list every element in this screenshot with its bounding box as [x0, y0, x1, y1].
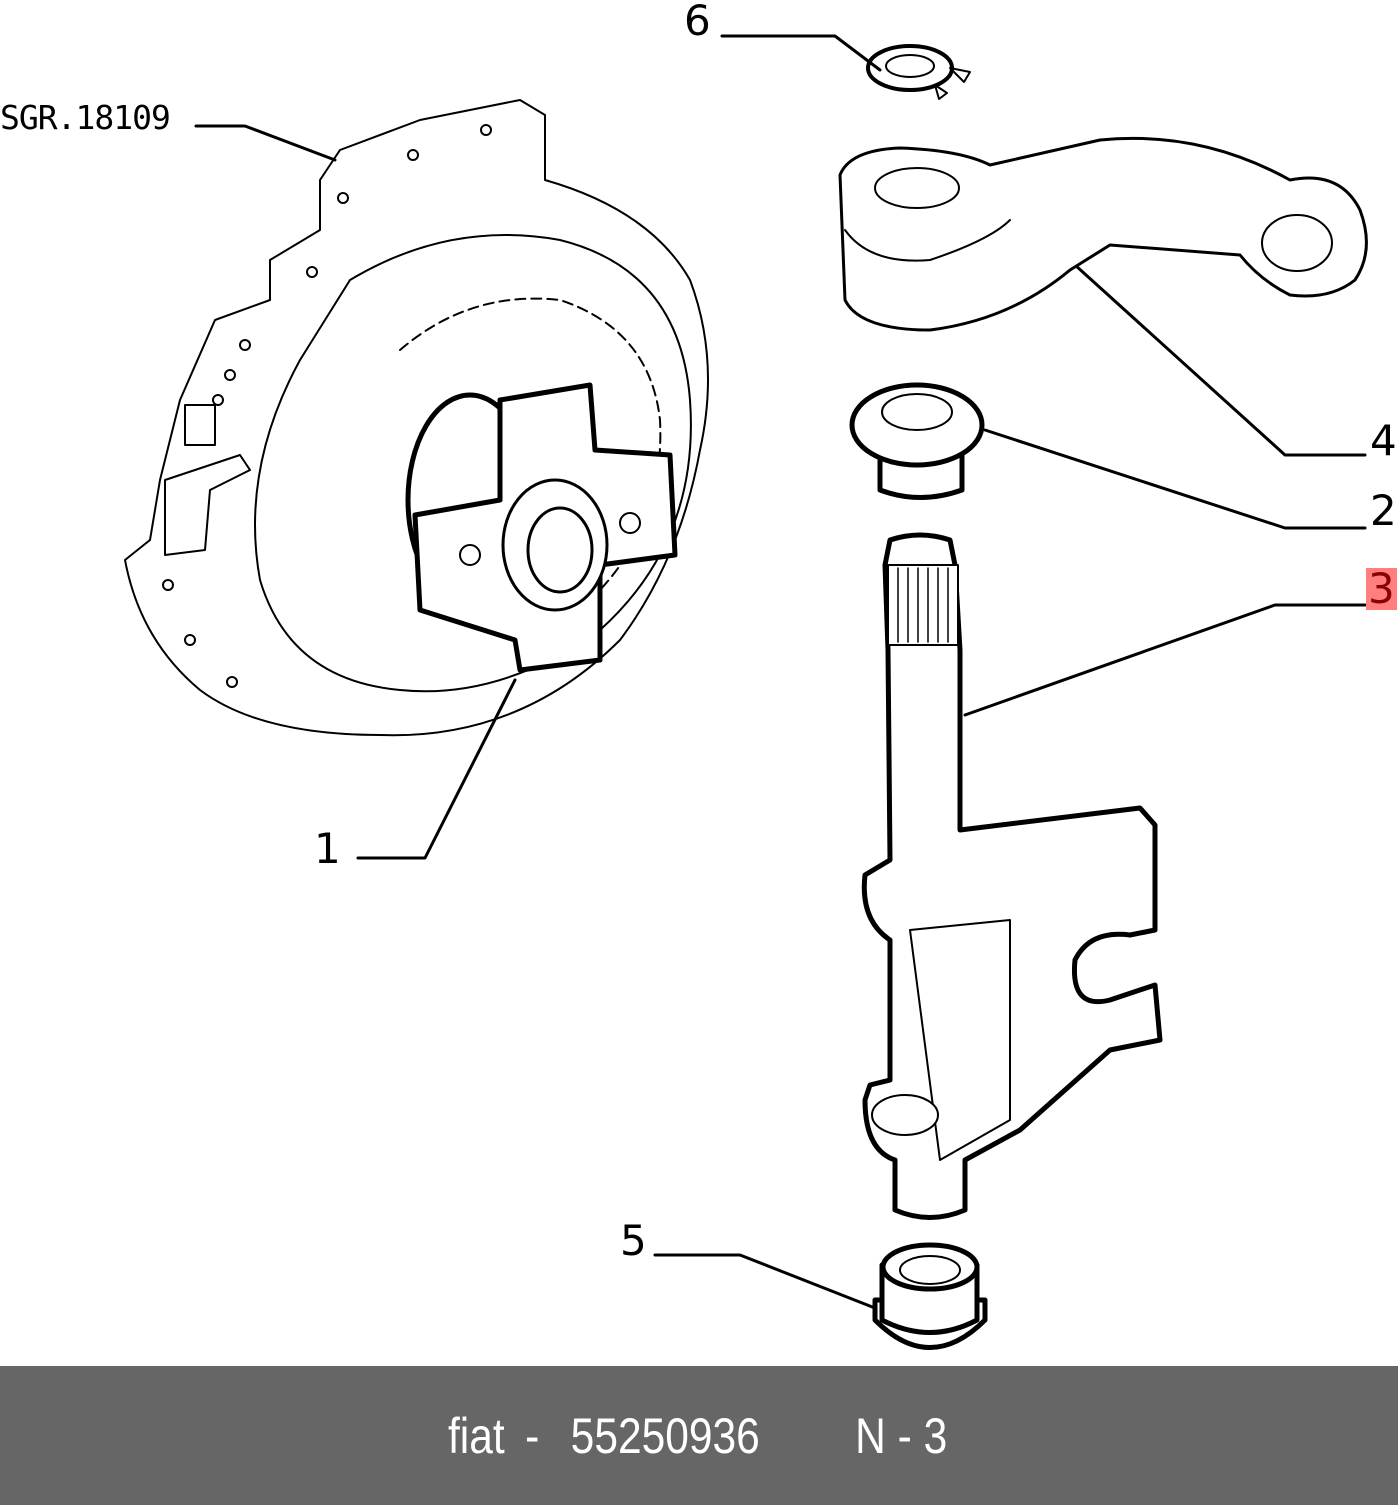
- reference-code: SGR.18109: [0, 98, 171, 137]
- clutch-plate-assembly: [124, 99, 709, 737]
- upper-bushing-part-2: [849, 382, 985, 500]
- callout-1[interactable]: 1: [314, 824, 341, 873]
- footer-bar: fiat - 55250936 N - 3: [0, 1366, 1398, 1505]
- footer-part-number: 55250936: [570, 1407, 760, 1464]
- lower-bushing-part-5: [872, 1242, 988, 1350]
- callout-6[interactable]: 6: [684, 0, 711, 45]
- callout-5[interactable]: 5: [620, 1216, 647, 1265]
- footer-position: N - 3: [854, 1407, 947, 1464]
- callout-3-highlighted[interactable]: 3: [1366, 564, 1397, 613]
- exploded-parts-diagram: [124, 34, 1368, 1350]
- footer-separator: -: [513, 1407, 551, 1464]
- callout-4[interactable]: 4: [1370, 416, 1397, 465]
- release-bearing-part-1: [405, 382, 678, 673]
- fork-shaft-part-3: [861, 532, 1163, 1220]
- footer-brand: fiat: [448, 1407, 505, 1464]
- leader-lines: [194, 34, 1367, 1312]
- lever-arm-part-4: [838, 136, 1368, 332]
- callout-2[interactable]: 2: [1370, 486, 1397, 535]
- circlip-part-6: [866, 44, 971, 100]
